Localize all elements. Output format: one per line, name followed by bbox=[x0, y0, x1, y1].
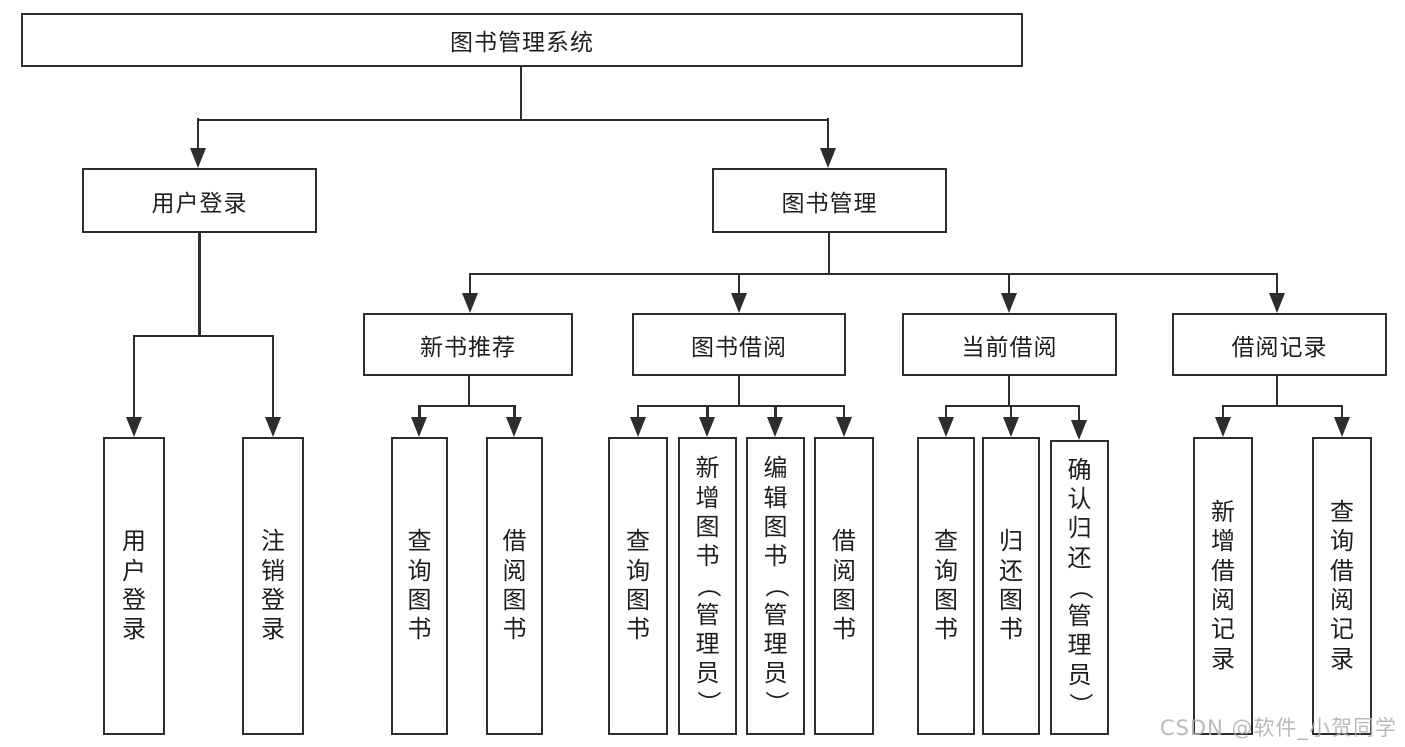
line-segment bbox=[468, 272, 1278, 275]
arrowhead-icon bbox=[190, 148, 206, 168]
node-library-management-system: 图书管理系统 bbox=[21, 13, 1023, 67]
line-segment bbox=[196, 118, 829, 121]
node-edit-books-admin: 编辑图书（管理员） bbox=[746, 437, 805, 735]
line-segment bbox=[1221, 404, 1343, 407]
line-segment bbox=[636, 404, 845, 407]
arrowhead-icon bbox=[126, 417, 142, 437]
line-segment bbox=[196, 118, 200, 152]
line-segment bbox=[519, 67, 523, 119]
arrowhead-icon bbox=[731, 293, 747, 313]
arrowhead-icon bbox=[265, 417, 281, 437]
line-segment bbox=[944, 404, 1080, 407]
node-query-books-borrowing: 查询图书 bbox=[608, 437, 668, 735]
line-segment bbox=[737, 376, 741, 406]
node-borrow-books-recommend: 借阅图书 bbox=[486, 437, 543, 735]
line-segment bbox=[418, 404, 421, 421]
arrowhead-icon bbox=[506, 417, 522, 437]
line-segment bbox=[944, 404, 948, 421]
node-user-login: 用户登录 bbox=[82, 168, 317, 233]
line-segment bbox=[1275, 272, 1279, 297]
arrowhead-icon bbox=[836, 417, 852, 437]
arrowhead-icon bbox=[1001, 293, 1017, 313]
arrowhead-icon bbox=[462, 293, 478, 313]
arrowhead-icon bbox=[820, 148, 836, 168]
line-segment bbox=[737, 272, 741, 297]
line-segment bbox=[132, 334, 136, 421]
arrowhead-icon bbox=[699, 417, 715, 437]
line-segment bbox=[271, 334, 275, 421]
line-segment bbox=[636, 404, 640, 421]
arrowhead-icon bbox=[1003, 417, 1019, 437]
csdn-watermark: CSDN @软件_小贺同学 bbox=[1159, 716, 1397, 740]
arrowhead-icon bbox=[1071, 420, 1087, 440]
line-segment bbox=[1007, 272, 1011, 297]
node-return-books: 归还图书 bbox=[982, 437, 1040, 735]
line-segment bbox=[826, 118, 830, 152]
line-segment bbox=[467, 376, 471, 406]
line-segment bbox=[706, 404, 709, 421]
line-segment bbox=[827, 233, 831, 274]
node-confirm-return-admin: 确认归还（管理员） bbox=[1050, 440, 1109, 735]
node-current-borrowing: 当前借阅 bbox=[902, 313, 1117, 376]
arrowhead-icon bbox=[1215, 417, 1231, 437]
line-segment bbox=[1221, 404, 1225, 421]
node-add-books-admin: 新增图书（管理员） bbox=[678, 437, 737, 735]
line-segment bbox=[418, 404, 516, 407]
node-borrowing-records: 借阅记录 bbox=[1172, 313, 1387, 376]
arrowhead-icon bbox=[767, 417, 783, 437]
line-segment bbox=[198, 233, 201, 336]
line-segment bbox=[1275, 376, 1279, 406]
line-segment bbox=[1077, 404, 1081, 421]
arrowhead-icon bbox=[1334, 417, 1350, 437]
line-segment bbox=[774, 404, 777, 421]
line-segment bbox=[132, 334, 274, 337]
node-user-login-leaf: 用户登录 bbox=[103, 437, 165, 735]
line-segment bbox=[513, 404, 516, 421]
line-segment bbox=[468, 272, 472, 297]
line-segment bbox=[1007, 376, 1011, 406]
arrowhead-icon bbox=[1269, 293, 1285, 313]
line-segment bbox=[842, 404, 846, 421]
node-query-books-current: 查询图书 bbox=[917, 437, 975, 735]
arrowhead-icon bbox=[630, 417, 646, 437]
node-query-borrow-record: 查询借阅记录 bbox=[1312, 437, 1372, 735]
node-book-management: 图书管理 bbox=[712, 168, 947, 233]
arrowhead-icon bbox=[938, 417, 954, 437]
arrowhead-icon bbox=[411, 417, 427, 437]
node-new-book-recommendation: 新书推荐 bbox=[363, 313, 573, 376]
node-add-borrow-record: 新增借阅记录 bbox=[1193, 437, 1253, 735]
line-segment bbox=[1009, 404, 1013, 421]
line-segment bbox=[1340, 404, 1344, 421]
node-query-books-recommend: 查询图书 bbox=[391, 437, 448, 735]
node-logout: 注销登录 bbox=[242, 437, 304, 735]
node-book-borrowing: 图书借阅 bbox=[632, 313, 846, 376]
node-borrow-books: 借阅图书 bbox=[814, 437, 874, 735]
